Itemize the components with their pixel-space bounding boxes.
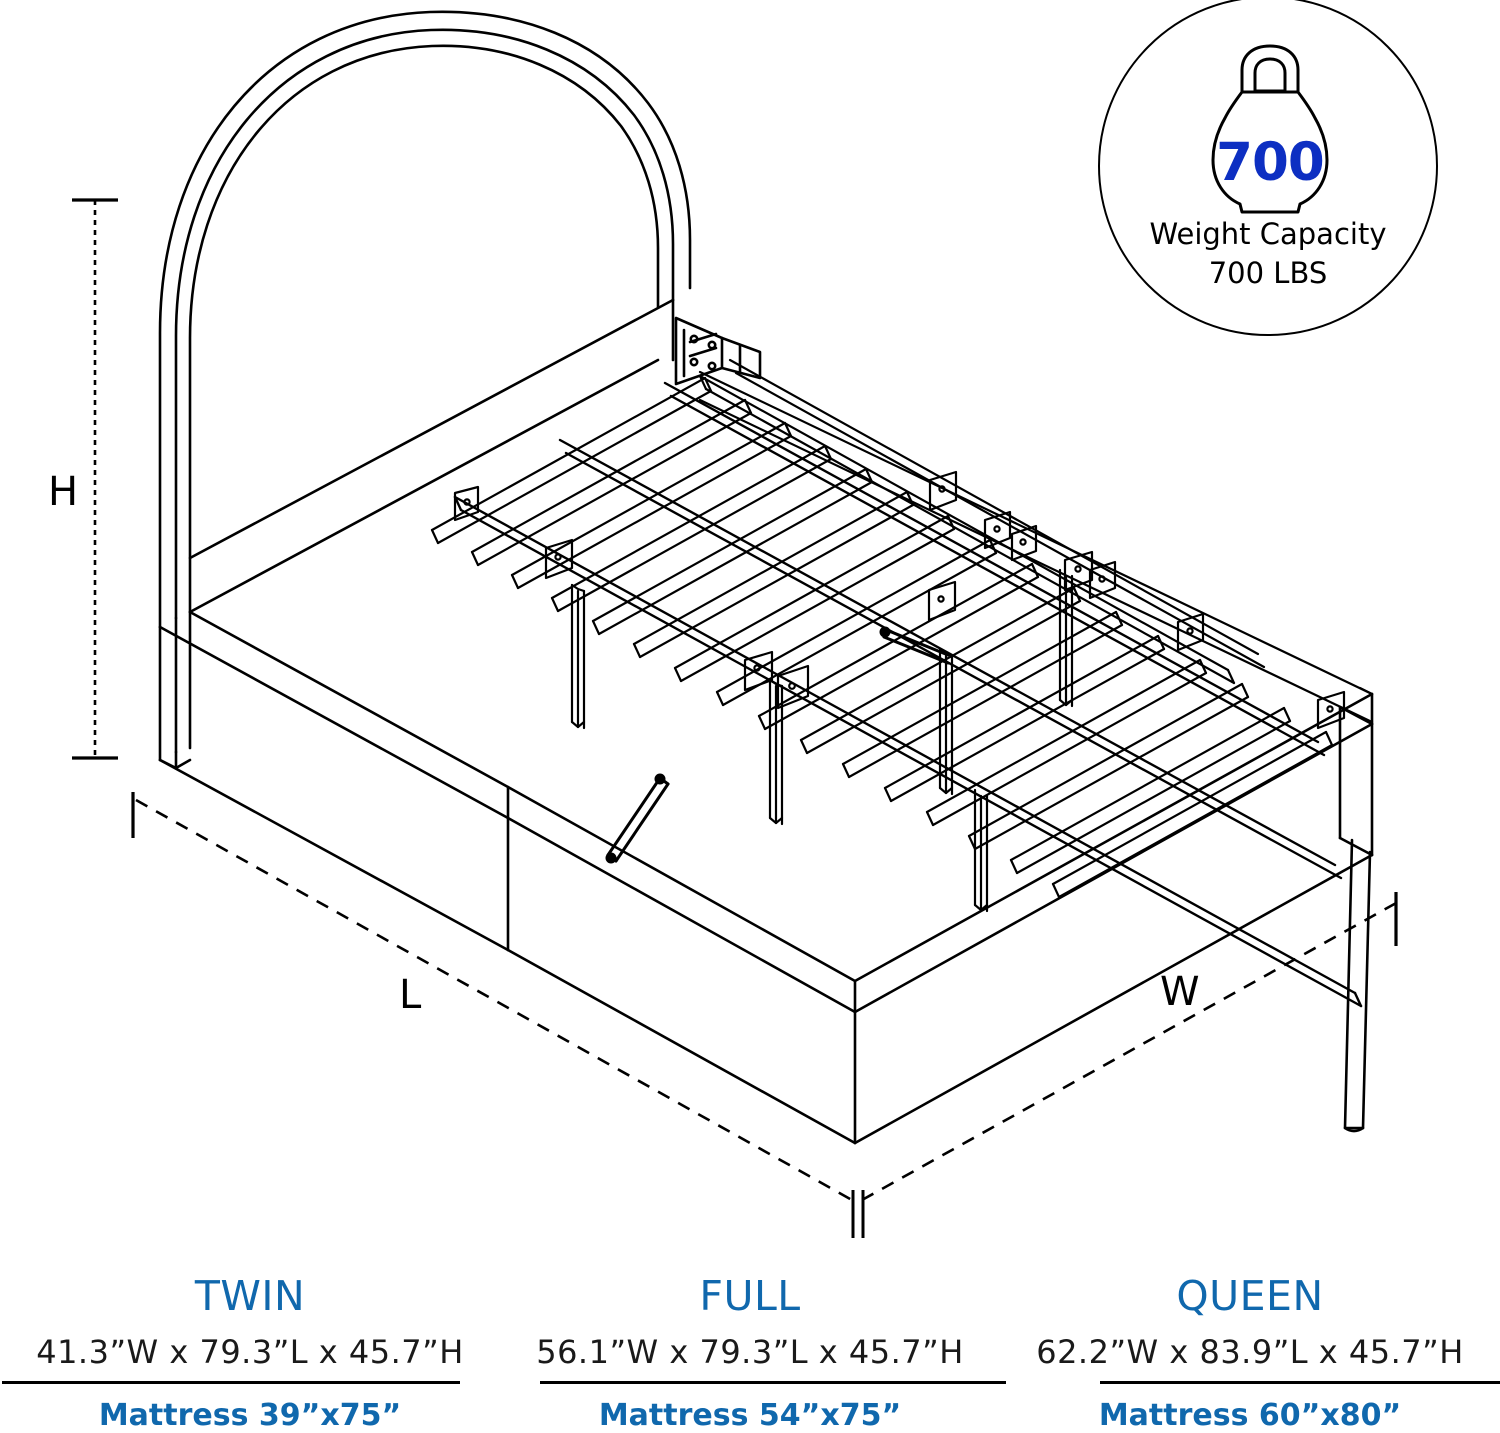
weight-capacity-title: Weight Capacity xyxy=(1149,217,1387,251)
size-options-table: TWIN 41.3”W x 79.3”L x 45.7”H Mattress 3… xyxy=(0,1255,1500,1431)
size-divider-twin xyxy=(2,1381,460,1384)
size-mattress-full: Mattress 54”x75” xyxy=(598,1398,902,1433)
size-dimensions-full: 56.1”W x 79.3”L x 45.7”H xyxy=(536,1333,964,1371)
length-dimension-label: L xyxy=(399,972,422,1018)
width-dimension-label: W xyxy=(1160,969,1200,1015)
size-name-twin: TWIN xyxy=(194,1272,306,1320)
weight-capacity-badge: 700 Weight Capacity 700 LBS xyxy=(1098,0,1442,340)
size-dimensions-twin: 41.3”W x 79.3”L x 45.7”H xyxy=(36,1333,464,1371)
size-mattress-twin: Mattress 39”x75” xyxy=(98,1398,402,1433)
height-dimension-label: H xyxy=(48,469,79,515)
size-name-full: FULL xyxy=(699,1272,801,1320)
kettlebell-icon: 700 xyxy=(1180,34,1360,224)
size-dimensions-queen: 62.2”W x 83.9”L x 45.7”H xyxy=(1036,1333,1464,1371)
size-column-queen: QUEEN 62.2”W x 83.9”L x 45.7”H Mattress … xyxy=(1000,1255,1500,1431)
width-dim-line xyxy=(861,900,1399,1202)
size-column-twin: TWIN 41.3”W x 79.3”L x 45.7”H Mattress 3… xyxy=(0,1255,500,1431)
size-name-queen: QUEEN xyxy=(1176,1272,1324,1320)
size-divider-queen xyxy=(1100,1381,1500,1384)
size-divider-full xyxy=(540,1381,1006,1384)
size-column-full: FULL 56.1”W x 79.3”L x 45.7”H Mattress 5… xyxy=(500,1255,1006,1433)
weight-capacity-number: 700 xyxy=(1216,132,1325,193)
length-dim-line xyxy=(135,798,853,1202)
weight-capacity-value: 700 LBS xyxy=(1208,256,1328,290)
badge-circle-outline xyxy=(1098,0,1438,336)
size-mattress-queen: Mattress 60”x80” xyxy=(1098,1398,1402,1433)
